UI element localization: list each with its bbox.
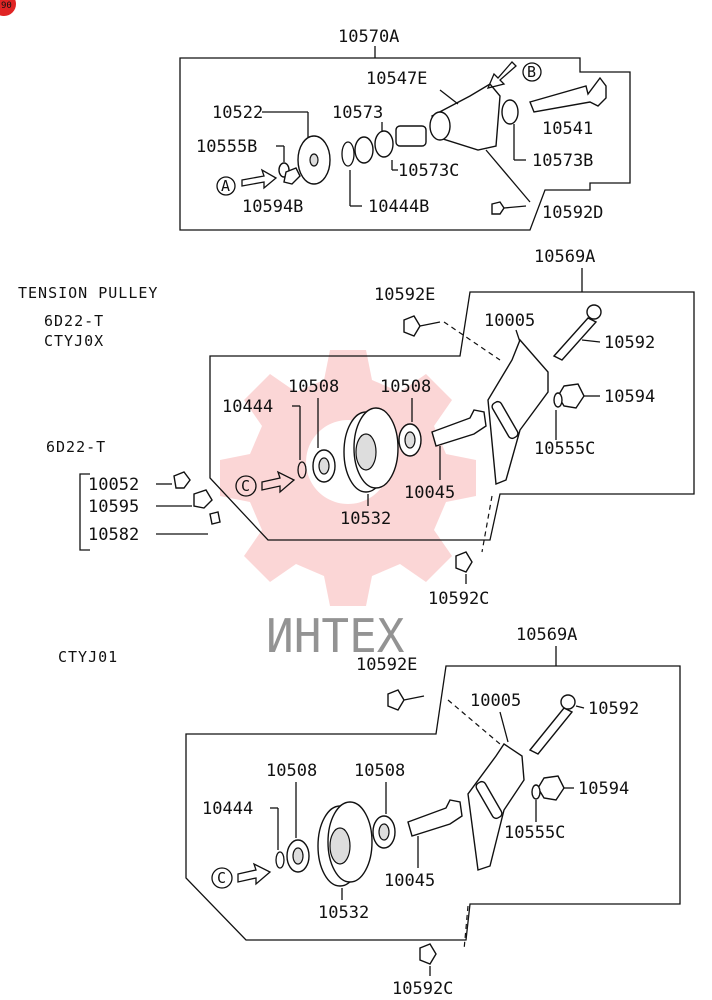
adjust-bolt-10592-bottom: [528, 707, 574, 755]
label-10595: 10595: [88, 497, 139, 517]
middle-assembly-frame: [209, 291, 695, 541]
section-label-code-a: CTYJ0X: [44, 332, 104, 350]
label-10052: 10052: [88, 475, 139, 495]
bolt-10592C-bottom: [419, 943, 437, 965]
shaft-10045-mid: [431, 409, 487, 447]
label-10573B: 10573B: [532, 151, 593, 171]
corner-badge-text: 90: [1, 1, 12, 11]
callout-B-icon: [522, 62, 542, 82]
sleeve-part: [395, 125, 427, 147]
label-10582: 10582: [88, 525, 139, 545]
label-10508-b-mid: 10508: [380, 377, 431, 397]
watermark-text: ИНТЕХ: [266, 609, 405, 663]
callout-C-bottom: C: [217, 869, 227, 887]
washer-10555C-bottom: [531, 784, 541, 800]
label-10592-mid: 10592: [604, 333, 655, 353]
bracket-10005-mid: [487, 338, 549, 485]
plug-10052: [173, 471, 191, 489]
arrow-B-icon: [486, 61, 517, 89]
label-10592D: 10592D: [542, 203, 603, 223]
callout-B: B: [527, 63, 537, 81]
section-label-engine-a: 6D22-T: [44, 312, 104, 330]
label-10569A-mid: 10569A: [534, 247, 595, 267]
label-10592C-bottom: 10592C: [392, 979, 453, 999]
adjust-bolt-10592-mid: [552, 317, 598, 361]
label-10592-bottom: 10592: [588, 699, 639, 719]
label-10592C-mid: 10592C: [428, 589, 489, 609]
callout-A: A: [221, 177, 231, 195]
washer-10555C-mid: [553, 392, 563, 408]
label-10570A: 10570A: [338, 27, 399, 47]
label-10508-a-bottom: 10508: [266, 761, 317, 781]
label-10005-mid: 10005: [484, 311, 535, 331]
label-10532-bottom: 10532: [318, 903, 369, 923]
bolt-10592C-mid: [455, 551, 473, 573]
corner-badge: 90: [0, 0, 16, 16]
arrow-C-mid-icon: [261, 470, 296, 494]
section-label-tension-pulley: TENSION PULLEY: [18, 284, 158, 302]
callout-C-mid-icon: [235, 475, 257, 497]
section-label-code-b: CTYJ01: [58, 648, 118, 666]
bottom-assembly-frame: [185, 665, 681, 941]
label-10555C-mid: 10555C: [534, 439, 595, 459]
bolt-10592D: [491, 201, 505, 215]
top-assembly-frame: [179, 57, 631, 231]
clip-10582: [209, 511, 221, 525]
watermark-gear-icon: [220, 350, 476, 606]
label-10547E: 10547E: [366, 69, 427, 89]
label-10005-bottom: 10005: [470, 691, 521, 711]
label-10594-bottom: 10594: [578, 779, 629, 799]
nut-10594B: [283, 167, 301, 185]
section-label-engine-b: 6D22-T: [46, 438, 106, 456]
bushing-10573B: [501, 99, 519, 125]
label-10594-mid: 10594: [604, 387, 655, 407]
label-10592E-mid: 10592E: [374, 285, 435, 305]
label-10522: 10522: [212, 103, 263, 123]
nut-10594-bottom: [537, 775, 565, 801]
label-10444B: 10444B: [368, 197, 429, 217]
label-10444-bottom: 10444: [202, 799, 253, 819]
label-10555C-bottom: 10555C: [504, 823, 565, 843]
fitting-10595: [193, 489, 213, 509]
callout-A-icon: [216, 176, 236, 196]
label-10045-bottom: 10045: [384, 871, 435, 891]
bolt-10592E-mid: [403, 315, 421, 337]
label-10045-mid: 10045: [404, 483, 455, 503]
snap-ring-10444-mid: [297, 461, 307, 479]
label-10569A-bottom: 10569A: [516, 625, 577, 645]
label-10592E-bottom: 10592E: [356, 655, 417, 675]
arrow-A-icon: [241, 168, 278, 190]
callout-C-bottom-icon: [211, 867, 233, 889]
shaft-10541: [529, 76, 607, 113]
snap-ring-10444-bottom: [275, 851, 285, 869]
label-10594B: 10594B: [242, 197, 303, 217]
bottom-assembly-group: 10569A 10592E 10005 10592 10594 10555C 1…: [185, 625, 681, 999]
label-10573C: 10573C: [398, 161, 459, 181]
label-10508-b-bottom: 10508: [354, 761, 405, 781]
bearing-10573: [354, 136, 374, 164]
snap-ring-10444B: [341, 141, 355, 167]
top-assembly-group: 10570A 10547E 10522 10573 10573C 10444B: [179, 27, 631, 231]
middle-assembly-group: 10569A 10592E 10005 10592 10594 10555C 1…: [209, 247, 695, 609]
side-parts-group: 10052 10595 10582: [79, 471, 221, 551]
label-10532-mid: 10532: [340, 509, 391, 529]
bolt-10592E-bottom: [387, 689, 405, 711]
callout-C-mid: C: [241, 477, 251, 495]
arrow-C-bottom-icon: [237, 862, 272, 886]
label-10573: 10573: [332, 103, 383, 123]
label-10444-mid: 10444: [222, 397, 273, 417]
shaft-10045-bottom: [407, 799, 463, 837]
label-10541: 10541: [542, 119, 593, 139]
label-10555B: 10555B: [196, 137, 257, 157]
bearing-10573-b: [374, 130, 394, 158]
label-10508-a-mid: 10508: [288, 377, 339, 397]
